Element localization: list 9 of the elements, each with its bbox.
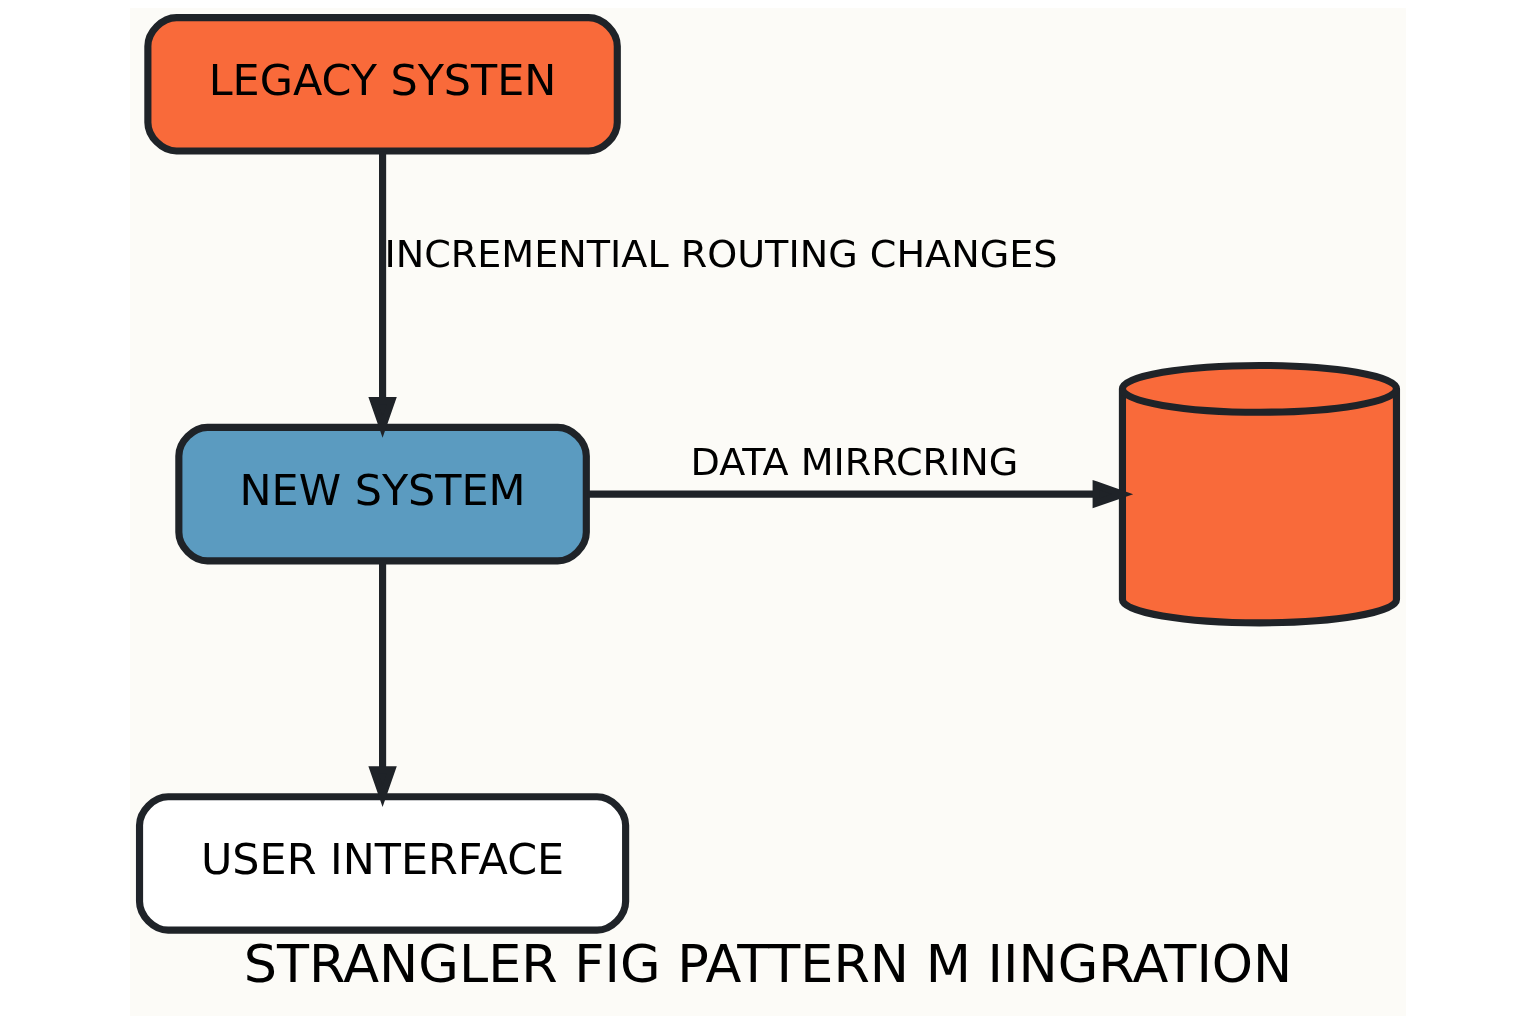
edge-label: DATA MIRRCRING xyxy=(690,439,1019,484)
arrow xyxy=(368,151,397,438)
edge-label: INCREMENTIAL ROUTING CHANGES xyxy=(384,232,1058,277)
caption: STRANGLER FIG PATTERN M IINGRATION xyxy=(243,932,1293,994)
arrow xyxy=(368,560,397,807)
node-box: USER INTERFACE xyxy=(135,793,630,934)
node-box: LEGACY SYSTEN xyxy=(144,14,621,155)
node-box: NEW SYSTEM xyxy=(175,423,590,565)
arrow xyxy=(587,479,1134,509)
